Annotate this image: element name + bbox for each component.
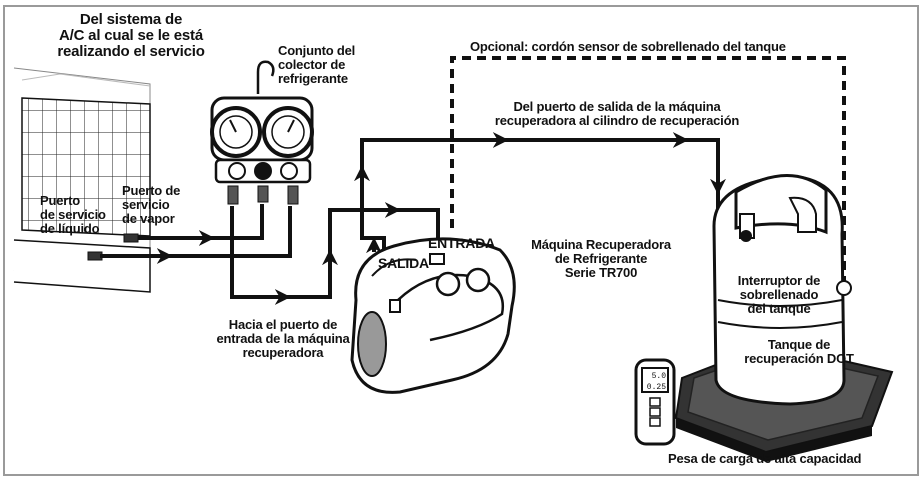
- machine-inlet-port: [429, 253, 445, 265]
- flow-arrows: [150, 132, 726, 305]
- display-button-1[interactable]: [649, 397, 661, 407]
- label-overfill-switch: Interruptor de sobrellenado del tanque: [737, 273, 821, 316]
- machine-gauge-right: [465, 267, 491, 293]
- label-liquid-port: Puerto de servicio de líquido: [40, 193, 106, 236]
- display-reading-2: 0.25: [647, 383, 666, 392]
- figure-frame: [3, 5, 919, 476]
- label-manifold-set: Conjunto del colector de refrigerante: [278, 43, 356, 86]
- label-outlet-to-cylinder: Del puerto de salida de la máquina recup…: [494, 99, 740, 128]
- label-dot-tank: Tanque de recuperación DOT: [744, 337, 854, 366]
- label-machine-name: Máquina Recuperadora de Refrigerante Ser…: [531, 237, 671, 280]
- overfill-switch: [836, 280, 852, 296]
- machine-gauge-left: [435, 271, 461, 297]
- machine-vent-grille: [357, 311, 387, 377]
- display-reading-1: 5.0: [652, 372, 667, 381]
- overfill-sensor-cord: [450, 56, 846, 288]
- display-button-3[interactable]: [649, 417, 661, 427]
- manifold-gauge-set: [210, 60, 314, 205]
- recovery-tank: [712, 174, 852, 406]
- display-button-2[interactable]: [649, 407, 661, 417]
- label-scale: Pesa de carga de alta capacidad: [668, 451, 862, 466]
- label-entrada: ENTRADA: [428, 235, 496, 251]
- liquid-service-port: [87, 251, 103, 261]
- label-optional-cord: Opcional: cordón sensor de sobrellenado …: [470, 39, 786, 54]
- scale-handheld-display: 5.0 0.25: [634, 358, 676, 446]
- ac-unit: [13, 67, 151, 293]
- label-source-system: Del sistema de A/C al cual se le está re…: [57, 11, 205, 60]
- recovery-machine: [350, 237, 516, 394]
- vapor-service-port: [123, 233, 139, 243]
- label-salida: SALIDA: [378, 255, 429, 271]
- outlet-hose: [360, 138, 720, 258]
- label-vapor-port: Puerto de servicio de vapor: [122, 183, 181, 226]
- label-to-machine-inlet: Hacia el puerto de entrada de la máquina…: [216, 317, 350, 360]
- vapor-hose: [138, 204, 264, 240]
